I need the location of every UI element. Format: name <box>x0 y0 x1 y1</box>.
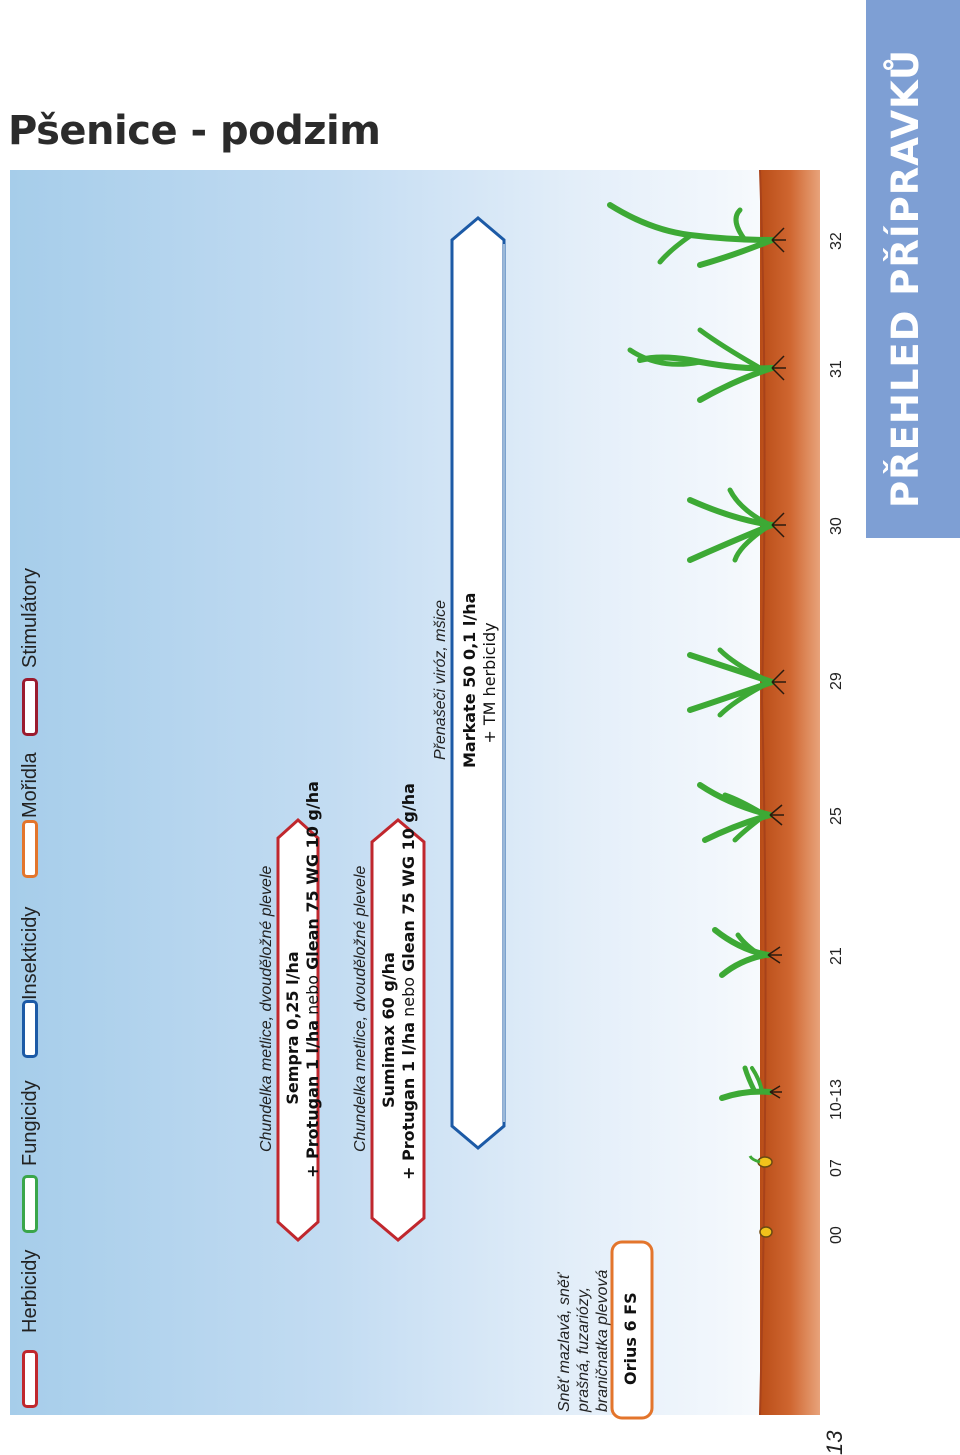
orius-product: Orius 6 FS <box>621 1292 640 1385</box>
stage-label-32: 32 <box>828 232 845 250</box>
markate-product: Markate 50 0,1 l/ha <box>460 592 479 768</box>
sempra-protugan: + Protugan 1 l/ha <box>303 1019 322 1178</box>
sumimax-pest: Chundelka metlice, dvouděložné plevele <box>352 865 369 1152</box>
side-band <box>866 0 960 538</box>
markate-pest: Přenašeči viróz, mšice <box>432 599 449 760</box>
sempra-glean: Glean 75 WG 10 g/ha <box>303 781 322 970</box>
plant-25 <box>697 782 784 843</box>
stage-label-07: 07 <box>828 1159 845 1177</box>
sumimax-product-block: Sumimax 60 g/ha + Protugan 1 l/ha nebo G… <box>379 783 419 1180</box>
plant-31 <box>627 327 786 403</box>
orius-pest-line2: prašná, fuzariózy, <box>575 1286 592 1412</box>
sempra-or: nebo <box>303 969 322 1020</box>
legend-swatch-stimulatory <box>22 678 38 736</box>
sumimax-product: Sumimax 60 g/ha <box>379 952 398 1108</box>
legend-swatch-fungicidy <box>22 1175 38 1233</box>
plant-21 <box>712 927 782 978</box>
orius-pest-line3: braničnatka plevová <box>594 1269 611 1412</box>
legend-swatch-insekticidy <box>22 1000 38 1058</box>
orius-pest-text: Sněť mazlavá, sněť prašná, fuzariózy, br… <box>555 1270 612 1412</box>
stage-label-10-13: 10-13 <box>828 1079 845 1120</box>
plant-32 <box>607 202 786 268</box>
sempra-product-block: Sempra 0,25 l/ha + Protugan 1 l/ha nebo … <box>283 781 323 1178</box>
markate-product-block: Markate 50 0,1 l/ha + TM herbicidy <box>460 593 500 768</box>
page-title: Pšenice - podzim <box>8 108 381 154</box>
markate-tm: + TM herbicidy <box>480 622 499 744</box>
stage-label-25: 25 <box>828 807 845 825</box>
plant-00-seed <box>759 1226 773 1238</box>
stage-label-00: 00 <box>828 1226 845 1244</box>
legend-swatch-herbicidy <box>22 1350 38 1408</box>
sumimax-glean: Glean 75 WG 10 g/ha <box>399 783 418 972</box>
soil-surface <box>759 169 767 1416</box>
legend-swatch-moridla <box>22 820 38 878</box>
sumimax-or: nebo <box>399 971 418 1022</box>
bar-sempra <box>276 817 320 1243</box>
sempra-pest: Chundelka metlice, dvouděložné plevele <box>258 865 275 1152</box>
plant-30 <box>687 487 786 563</box>
stage-label-21: 21 <box>828 947 845 965</box>
plant-10-13 <box>719 1065 782 1101</box>
bar-markate <box>450 216 506 1150</box>
soil-band <box>760 170 820 1415</box>
stage-label-31: 31 <box>828 360 845 378</box>
bar-orius <box>610 1240 654 1420</box>
sumimax-protugan: + Protugan 1 l/ha <box>399 1021 418 1180</box>
orius-pest-line1: Sněť mazlavá, sněť <box>556 1273 573 1412</box>
bar-sumimax <box>370 818 426 1242</box>
plant-07 <box>748 1155 773 1168</box>
sempra-product: Sempra 0,25 l/ha <box>283 951 302 1105</box>
plant-29 <box>687 647 786 718</box>
stage-label-29: 29 <box>828 672 845 690</box>
stage-label-30: 30 <box>828 517 845 535</box>
